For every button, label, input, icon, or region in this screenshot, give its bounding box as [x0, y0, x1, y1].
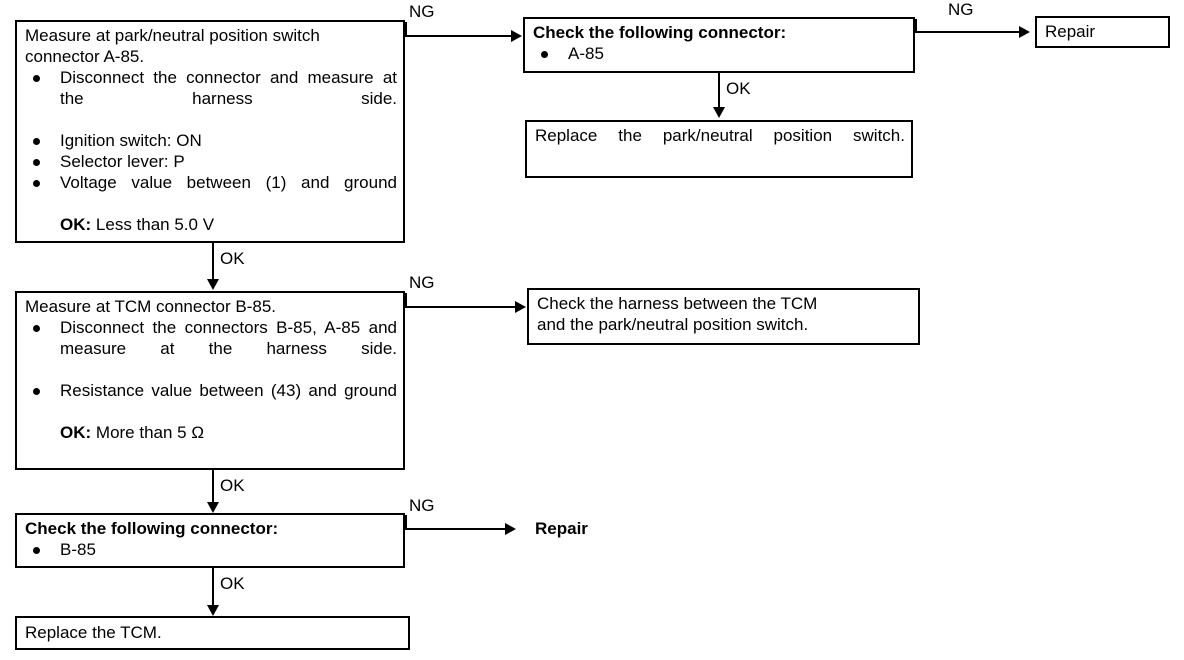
- edge-ng1-stub: [405, 22, 407, 36]
- node-check-connector-a85-bullets: A-85: [533, 43, 907, 64]
- node-repair-top[interactable]: Repair: [1035, 16, 1170, 48]
- list-item: Voltage value between (1) and ground OK:…: [25, 172, 397, 235]
- node-replace-tcm-text: Replace the TCM.: [25, 623, 162, 642]
- list-item: B-85: [25, 539, 397, 560]
- ok-value: Less than 5.0 V: [95, 215, 215, 234]
- ok-value: More than 5 Ω: [95, 423, 205, 442]
- edge-ng3-line: [405, 306, 517, 308]
- edge-ng4-arrowhead: [505, 523, 516, 535]
- edge-ok4-line: [212, 568, 214, 607]
- edge-ng2-arrowhead: [1019, 26, 1030, 38]
- list-item: Ignition switch: ON: [25, 130, 397, 151]
- edge-ok1-arrowhead: [713, 107, 725, 118]
- edge-label-ok-3: OK: [220, 476, 245, 495]
- node-measure-tcm-b85-bullets: Disconnect the connectors B-85, A-85 and…: [25, 317, 397, 443]
- list-item: Disconnect the connectors B-85, A-85 and…: [25, 317, 397, 380]
- list-item: Resistance value between (43) and ground…: [25, 380, 397, 443]
- node-repair-bottom[interactable]: Repair: [535, 519, 588, 538]
- node-check-connector-a85-heading: Check the following connector:: [533, 23, 787, 42]
- node-measure-a85-heading: Measure at park/neutral position switch …: [25, 26, 320, 66]
- node-check-harness[interactable]: Check the harness between the TCM and th…: [527, 288, 920, 345]
- edge-label-ok-4: OK: [220, 574, 245, 593]
- edge-ok3-arrowhead: [207, 502, 219, 513]
- edge-ng1-arrowhead: [511, 30, 522, 42]
- node-replace-tcm[interactable]: Replace the TCM.: [15, 616, 410, 650]
- node-measure-tcm-b85-heading: Measure at TCM connector B-85.: [25, 297, 277, 316]
- node-check-connector-b85-bullets: B-85: [25, 539, 397, 560]
- node-replace-switch[interactable]: Replace the park/neutral position switch…: [525, 120, 913, 178]
- node-measure-tcm-b85[interactable]: Measure at TCM connector B-85. Disconnec…: [15, 291, 405, 470]
- edge-ok2-line: [212, 243, 214, 281]
- node-check-harness-line2: and the park/neutral position switch.: [537, 315, 809, 334]
- node-check-harness-line1: Check the harness between the TCM: [537, 294, 818, 313]
- edge-ok2-arrowhead: [207, 279, 219, 290]
- edge-ng4-line: [405, 528, 507, 530]
- edge-label-ng-1: NG: [409, 2, 435, 21]
- edge-ng1-line: [405, 35, 513, 37]
- node-check-connector-a85[interactable]: Check the following connector: A-85: [523, 17, 915, 73]
- ok-label: OK:: [60, 423, 92, 442]
- edge-ng2-line: [915, 31, 1021, 33]
- node-repair-top-text: Repair: [1045, 22, 1096, 41]
- node-measure-tcm-b85-ok: OK: More than 5 Ω: [60, 422, 397, 443]
- edge-label-ng-4: NG: [409, 496, 435, 515]
- node-measure-a85-bullets: Disconnect the connector and measure at …: [25, 67, 397, 235]
- edge-ok4-arrowhead: [207, 605, 219, 616]
- node-check-connector-b85-heading: Check the following connector:: [25, 519, 279, 538]
- edge-label-ok-2: OK: [220, 249, 245, 268]
- ok-label: OK:: [60, 215, 92, 234]
- list-item: Disconnect the connector and measure at …: [25, 67, 397, 130]
- edge-ok3-line: [212, 470, 214, 504]
- node-replace-switch-text: Replace the park/neutral position switch…: [535, 126, 905, 145]
- list-item: Selector lever: P: [25, 151, 397, 172]
- edge-ng3-stub: [405, 293, 407, 307]
- list-item: A-85: [533, 43, 907, 64]
- edge-label-ng-2: NG: [948, 0, 974, 19]
- edge-ng4-stub: [405, 515, 407, 529]
- edge-label-ok-1: OK: [726, 79, 751, 98]
- edge-ok1-line: [718, 73, 720, 109]
- edge-label-ng-3: NG: [409, 273, 435, 292]
- node-measure-a85-ok: OK: Less than 5.0 V: [60, 214, 397, 235]
- node-measure-a85[interactable]: Measure at park/neutral position switch …: [15, 20, 405, 243]
- edge-ng3-arrowhead: [515, 301, 526, 313]
- edge-ng2-stub: [915, 19, 917, 32]
- node-check-connector-b85[interactable]: Check the following connector: B-85: [15, 513, 405, 568]
